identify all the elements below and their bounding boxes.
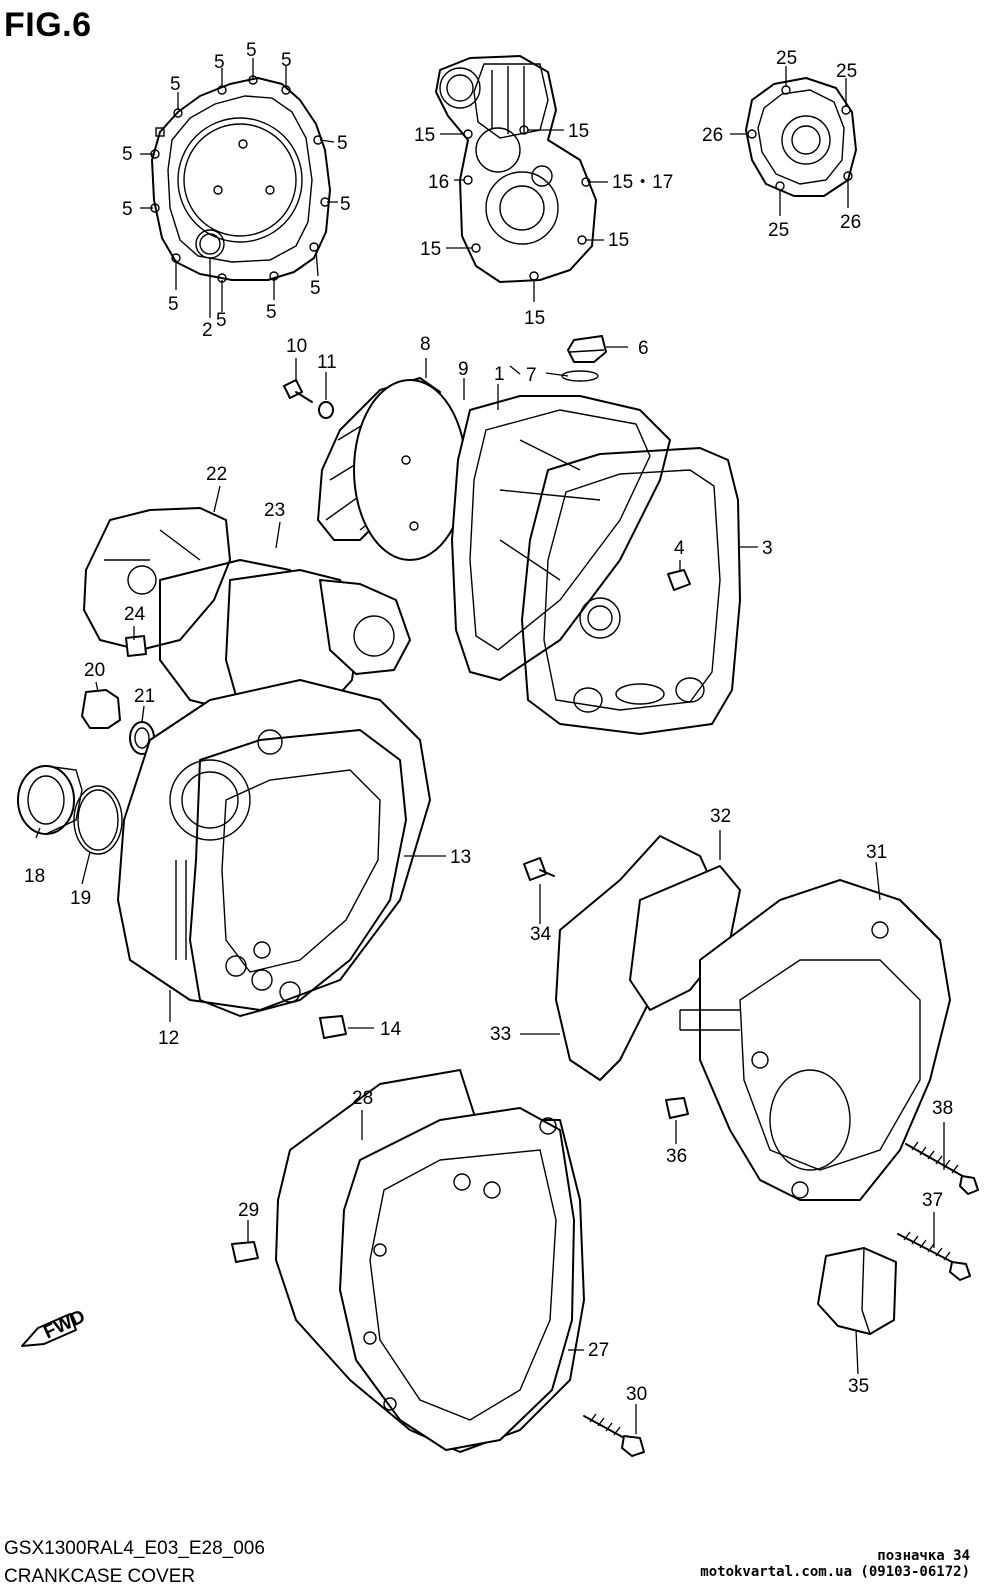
callout-15: 15 xyxy=(414,125,435,146)
oil-filler-cap-drawing xyxy=(561,335,607,382)
callout-5: 5 xyxy=(281,50,292,71)
callout-30: 30 xyxy=(626,1384,647,1405)
dowel-36-drawing xyxy=(665,1097,689,1119)
watermark-line-1: позначка 34 xyxy=(877,1548,970,1564)
callout-5: 5 xyxy=(246,40,257,61)
callout-11: 11 xyxy=(317,352,337,373)
callout-37: 37 xyxy=(922,1190,943,1211)
bolt-37-drawing xyxy=(897,1231,971,1281)
callout-28: 28 xyxy=(352,1088,373,1109)
callout-27: 27 xyxy=(588,1340,609,1361)
callout-10: 10 xyxy=(286,336,307,357)
callout-7: 7 xyxy=(526,365,537,386)
callout-16: 16 xyxy=(428,172,449,193)
callout-5: 5 xyxy=(214,52,225,73)
bolt-34-drawing xyxy=(523,857,555,881)
callout-5: 5 xyxy=(122,199,133,220)
callout-8: 8 xyxy=(420,334,431,355)
callout-5: 5 xyxy=(170,74,181,95)
watermark-line-2: motokvartal.com.ua (09103-06172) xyxy=(700,1564,970,1580)
callout-5: 5 xyxy=(337,133,348,154)
figure-title: FIG.6 xyxy=(4,6,92,44)
callout-15-17: 15・17 xyxy=(612,172,673,193)
clutch-cover-drawing xyxy=(150,75,331,283)
callout-12: 12 xyxy=(158,1028,179,1049)
model-code: GSX1300RAL4_E03_E28_006 xyxy=(4,1538,265,1559)
callout-5: 5 xyxy=(122,144,133,165)
callout-36: 36 xyxy=(666,1146,687,1167)
bushing-35-drawing xyxy=(817,1247,897,1335)
callout-14: 14 xyxy=(380,1019,402,1040)
small-cover-drawing xyxy=(745,77,857,197)
bolt-30-drawing xyxy=(583,1413,645,1457)
callout-34: 34 xyxy=(530,924,552,945)
callout-2: 2 xyxy=(202,320,213,341)
callout-21: 21 xyxy=(134,686,155,707)
bolt-38-drawing xyxy=(905,1141,979,1195)
callout-32: 32 xyxy=(710,806,731,827)
clutch-housing-assembly-drawing xyxy=(317,377,671,681)
callout-5: 5 xyxy=(310,278,321,299)
pump-cover-22-23-drawing xyxy=(83,507,411,731)
callout-4: 4 xyxy=(674,538,685,559)
callout-6: 6 xyxy=(638,338,649,359)
crankcase-cover-12-drawing xyxy=(117,679,431,1017)
callout-3: 3 xyxy=(762,538,773,559)
callout-26: 26 xyxy=(702,125,723,146)
callout-25: 25 xyxy=(768,220,789,241)
cover-27-gasket-28-drawing xyxy=(275,1069,585,1453)
generator-cover-drawing xyxy=(435,55,597,283)
callout-25: 25 xyxy=(836,61,857,82)
leader-lines xyxy=(35,58,945,1434)
callout-35: 35 xyxy=(848,1376,869,1397)
callout-5: 5 xyxy=(340,194,351,215)
callout-13: 13 xyxy=(450,847,471,868)
callout-24: 24 xyxy=(124,604,146,625)
fwd-label: FWD xyxy=(41,1306,89,1343)
callout-5: 5 xyxy=(216,310,227,331)
callout-15: 15 xyxy=(568,121,589,142)
dowel-14-drawing xyxy=(319,1015,347,1039)
callout-31: 31 xyxy=(866,842,887,863)
callout-numbers: 5 5 5 5 5 5 5 5 5 5 5 5 2 15 15 16 15・17… xyxy=(24,40,953,1405)
gasket-3-drawing xyxy=(521,447,741,735)
callout-26: 26 xyxy=(840,212,861,233)
callout-29: 29 xyxy=(238,1200,259,1221)
callout-5: 5 xyxy=(168,294,179,315)
callout-15: 15 xyxy=(524,308,545,329)
section-name: CRANKCASE COVER xyxy=(4,1566,196,1587)
callout-5: 5 xyxy=(266,302,277,323)
callout-9: 9 xyxy=(458,359,469,380)
callout-15: 15 xyxy=(608,230,629,251)
callout-18: 18 xyxy=(24,866,45,887)
callout-33: 33 xyxy=(490,1024,511,1045)
cover-31-32-33-drawing xyxy=(555,835,951,1201)
callout-22: 22 xyxy=(206,464,227,485)
callout-19: 19 xyxy=(70,888,91,909)
callout-20: 20 xyxy=(84,660,105,681)
callout-23: 23 xyxy=(264,500,285,521)
dowel-29-drawing xyxy=(231,1241,259,1263)
bolt-10-and-washer-11-drawing xyxy=(283,379,334,419)
callout-1: 1 xyxy=(494,364,505,385)
callout-15: 15 xyxy=(420,239,441,260)
fwd-direction-arrow-icon: FWD xyxy=(21,1306,89,1347)
callout-25: 25 xyxy=(776,48,797,69)
callout-38: 38 xyxy=(932,1098,953,1119)
